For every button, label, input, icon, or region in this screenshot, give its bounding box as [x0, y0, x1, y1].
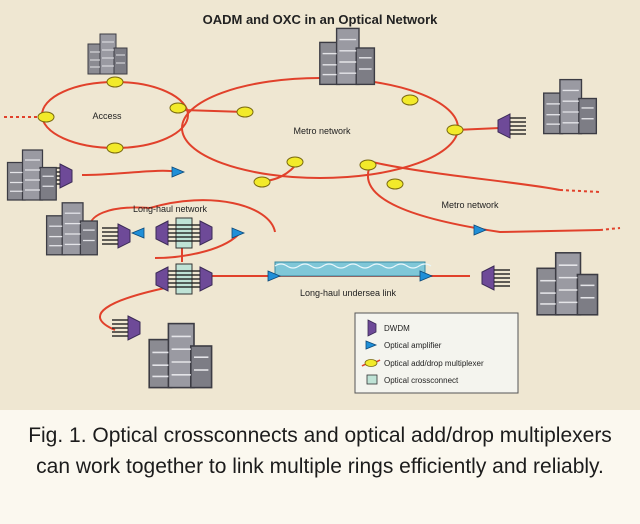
building-icon [319, 27, 376, 86]
dwdm-icon [481, 265, 511, 291]
dwdm-icon [497, 113, 527, 139]
legend-amplifier-icon [365, 340, 378, 350]
oadm-node [401, 94, 419, 106]
oadm-node [37, 111, 55, 123]
metro-ring-right [366, 161, 601, 234]
optical-amplifiers [130, 166, 488, 282]
building-icon [543, 78, 598, 135]
legend-amplifier: Optical amplifier [384, 341, 442, 350]
oadm-node [359, 159, 377, 171]
link-left-dwdm [81, 169, 179, 176]
building-icon [148, 322, 213, 389]
label-access: Access [92, 111, 122, 121]
legend-oadm: Optical add/drop multiplexer [384, 359, 484, 368]
amplifier-icon [267, 270, 282, 282]
legend-dwdm: DWDM [384, 324, 410, 333]
legend-oadm-icon [361, 359, 381, 367]
dwdm-icon [101, 223, 131, 249]
caption-text: Fig. 1. Optical crossconnects and optica… [28, 424, 612, 478]
oadm-node [236, 106, 254, 118]
oxc-units [155, 217, 213, 295]
oadm-node [169, 102, 187, 114]
link-access-to-metro [182, 109, 246, 113]
label-long-haul: Long-haul network [133, 204, 208, 214]
label-metro-right: Metro network [441, 200, 499, 210]
oadm-node [286, 156, 304, 168]
oadm-node [106, 76, 124, 88]
amplifier-icon [130, 227, 145, 239]
oadm-node [446, 124, 464, 136]
link-dashed-right [559, 189, 621, 231]
oadm-node [253, 176, 271, 188]
legend-oxc: Optical crossconnect [384, 376, 459, 385]
label-undersea: Long-haul undersea link [300, 288, 397, 298]
amplifier-icon [473, 224, 488, 236]
legend-dwdm-icon [367, 319, 377, 337]
legend: DWDM Optical amplifier Optical add/drop … [354, 312, 519, 394]
building-icon [536, 252, 599, 316]
link-oxc2-branch [99, 287, 166, 331]
network-diagram: OADM and OXC in an Optical Network [0, 0, 640, 410]
amplifier-icon [419, 270, 434, 282]
oadm-nodes [37, 76, 464, 190]
oadm-node [106, 142, 124, 154]
figure-caption: Fig. 1. Optical crossconnects and optica… [0, 410, 640, 524]
legend-oxc-icon [366, 374, 378, 385]
diagram-title: OADM and OXC in an Optical Network [203, 12, 439, 27]
building-icon [6, 149, 57, 201]
dwdm-icon [111, 315, 141, 341]
amplifier-icon [171, 166, 186, 178]
building-icon [45, 202, 98, 256]
building-icon [87, 33, 128, 75]
undersea-water [274, 261, 432, 277]
label-metro-left: Metro network [293, 126, 351, 136]
amplifier-icon [231, 227, 246, 239]
oadm-node [386, 178, 404, 190]
